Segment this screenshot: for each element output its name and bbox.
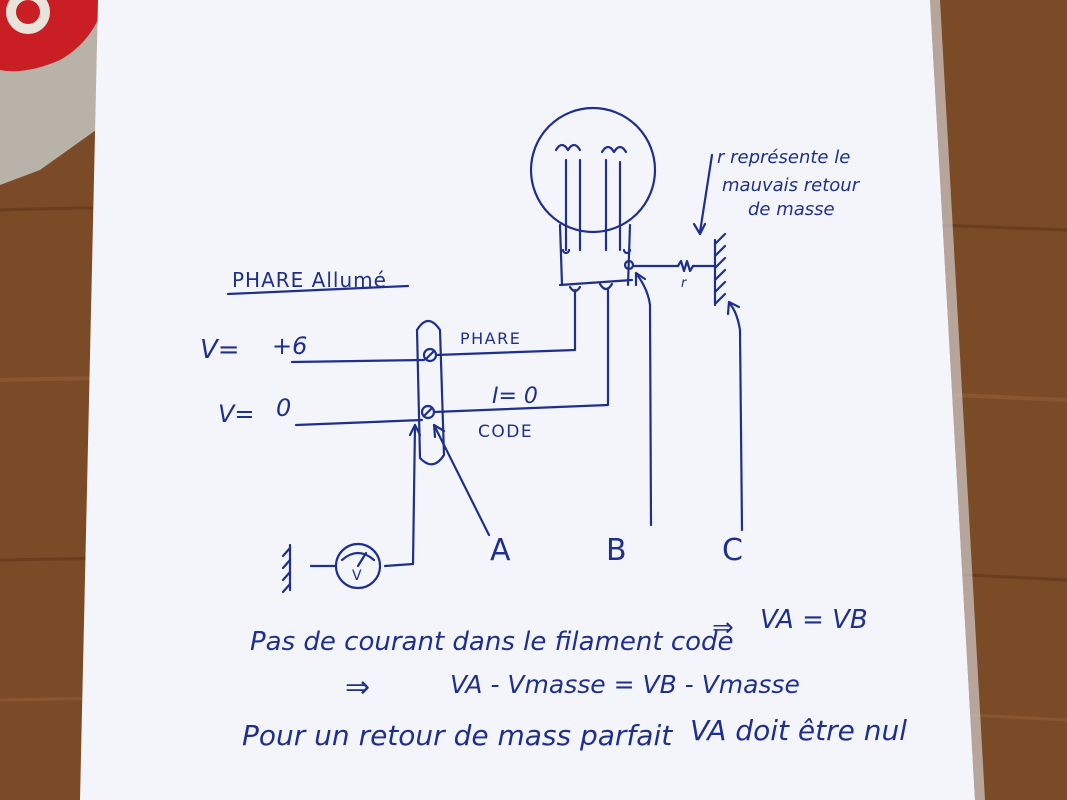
equation-line-2-arrow: ⇒ (345, 670, 370, 705)
bulb-icon (529, 106, 657, 293)
equation-line-2-eq: VA - Vmasse = VB - Vmasse (450, 670, 800, 699)
title-underline (226, 284, 410, 296)
wire-plus6 (290, 358, 426, 364)
circuit-drawing (226, 106, 744, 594)
diagram-title: PHARE Allumé (232, 268, 387, 292)
v-plus-label: V= (200, 335, 240, 365)
equation-line-1-arrow: ⇒ (712, 613, 734, 643)
resistor-symbol-label: r (681, 276, 688, 291)
fabric-pad (0, 0, 120, 185)
voltmeter-lead (383, 423, 417, 568)
arrow-b (636, 274, 653, 527)
voltmeter-symbol: V (352, 568, 362, 584)
v-plus-value: +6 (272, 332, 307, 360)
resistor-icon (676, 259, 695, 273)
arrow-a (432, 423, 491, 537)
point-a-label: A (490, 533, 511, 568)
point-b-label: B (606, 533, 627, 568)
current-label: I= 0 (492, 384, 538, 409)
equation-line-3-text: Pour un retour de mass parfait (242, 719, 673, 752)
paper-sheet (80, 0, 975, 800)
equation-line-3-eq: VA doit être nul (690, 714, 907, 747)
equation-line-1-text: Pas de courant dans le filament code (250, 627, 734, 657)
note-line-3: de masse (748, 199, 835, 220)
note-line-2: mauvais retour (722, 175, 861, 196)
point-c-label: C (722, 533, 743, 568)
note-arrow (698, 153, 714, 234)
wire-phare (434, 288, 577, 357)
v-zero-label: V= (218, 400, 255, 428)
wire-code (432, 288, 610, 414)
arrow-c (728, 302, 744, 532)
phare-label: PHARE (460, 329, 521, 348)
v-zero-value: 0 (276, 394, 291, 422)
equation-line-1-eq: VA = VB (760, 605, 868, 635)
note-line-1: r représente le (717, 147, 850, 168)
code-label: CODE (478, 422, 533, 442)
switch-body (415, 319, 446, 466)
wire-zero (294, 418, 424, 427)
